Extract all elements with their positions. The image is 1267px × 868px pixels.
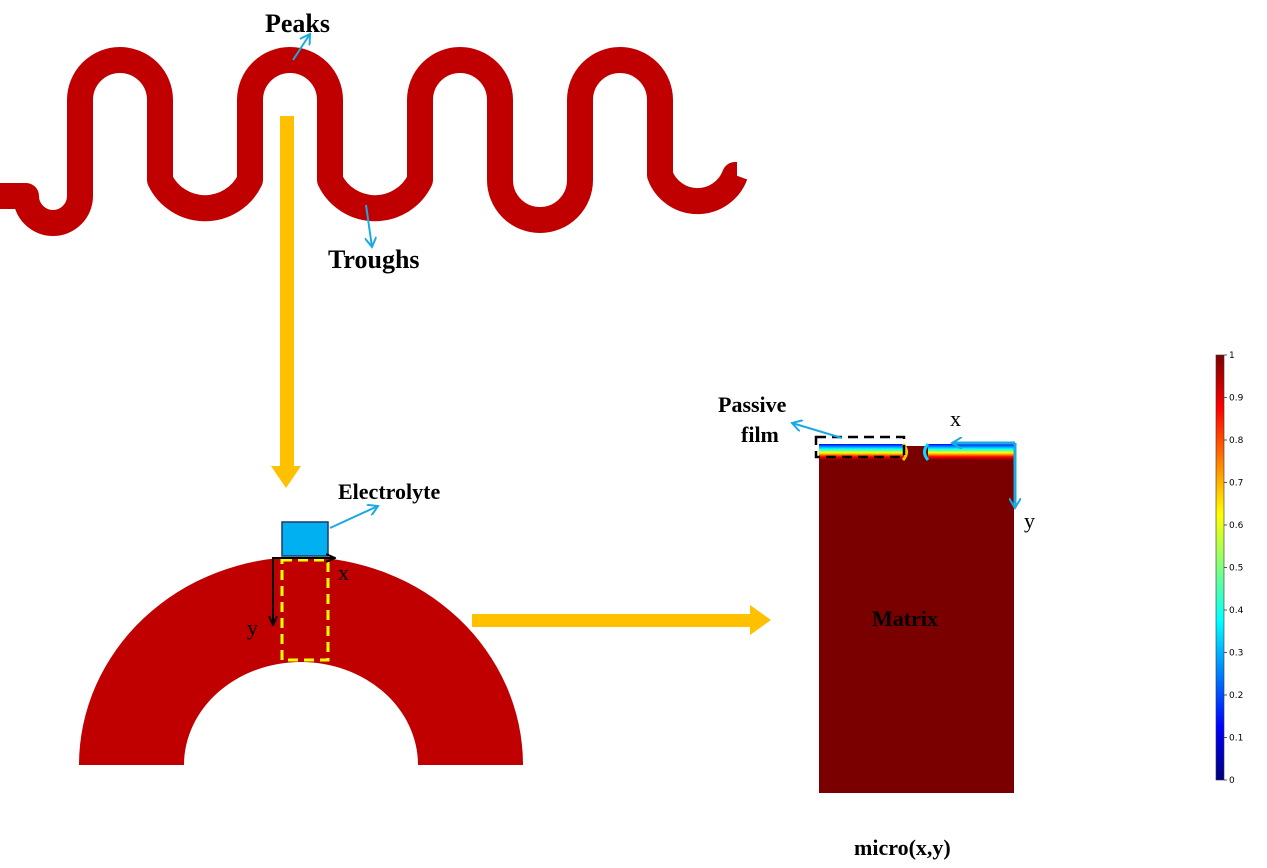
wave-strip (0, 47, 748, 236)
troughs-label: Troughs (328, 245, 420, 274)
peaks-pointer-arrow (292, 34, 310, 61)
electrolyte-label: Electrolyte (338, 479, 440, 504)
troughs-pointer-arrow (366, 204, 372, 247)
peaks-label: Peaks (265, 9, 330, 38)
colorbar-tick-label: 0.2 (1229, 691, 1243, 701)
passive-film-label-line2: film (741, 422, 779, 447)
x-axis-right-label: x (950, 406, 961, 431)
field-title: micro(x,y) (854, 835, 951, 860)
colorbar-tick-label: 0.5 (1229, 564, 1243, 574)
colorbar-tick-label: 0 (1229, 776, 1235, 786)
colorbar-tick-label: 0.3 (1229, 649, 1243, 659)
y-axis-right-label: y (1024, 508, 1035, 533)
matrix-label: Matrix (872, 606, 938, 631)
colorbar-tick-label: 0.7 (1229, 479, 1243, 489)
flow-arrow-down-head (271, 466, 301, 488)
half-ring (79, 557, 523, 765)
colorbar-ticks: 0 0.1 0.2 0.3 0.4 0.5 0.6 0.7 0.8 0.9 1 (1224, 351, 1244, 786)
colorbar-tick-label: 0.6 (1229, 521, 1244, 531)
colorbar-tick-label: 0.1 (1229, 734, 1243, 744)
y-axis-left-label: y (247, 615, 258, 640)
passive-film-right (928, 444, 1014, 460)
colorbar (1215, 354, 1225, 781)
flow-arrow-right-shaft (472, 614, 752, 627)
flow-arrow-right-head (750, 605, 771, 635)
matrix-field (819, 446, 1014, 793)
film-gap-right-edge (923, 443, 930, 461)
colorbar-tick-label: 1 (1229, 351, 1235, 361)
passive-film-box (814, 435, 906, 459)
flow-arrow-down-shaft (280, 116, 294, 470)
colorbar-tick-label: 0.4 (1229, 606, 1244, 616)
electrolyte-box (281, 521, 329, 557)
passive-film-label-line1: Passive (718, 392, 787, 417)
colorbar-tick-label: 0.9 (1229, 394, 1244, 404)
electrolyte-pointer-arrow (329, 506, 378, 529)
colorbar-tick-label: 0.8 (1229, 436, 1244, 446)
passive-film-pointer-arrow (792, 423, 843, 439)
x-axis-left-label: x (338, 560, 349, 585)
selection-region (280, 558, 330, 662)
